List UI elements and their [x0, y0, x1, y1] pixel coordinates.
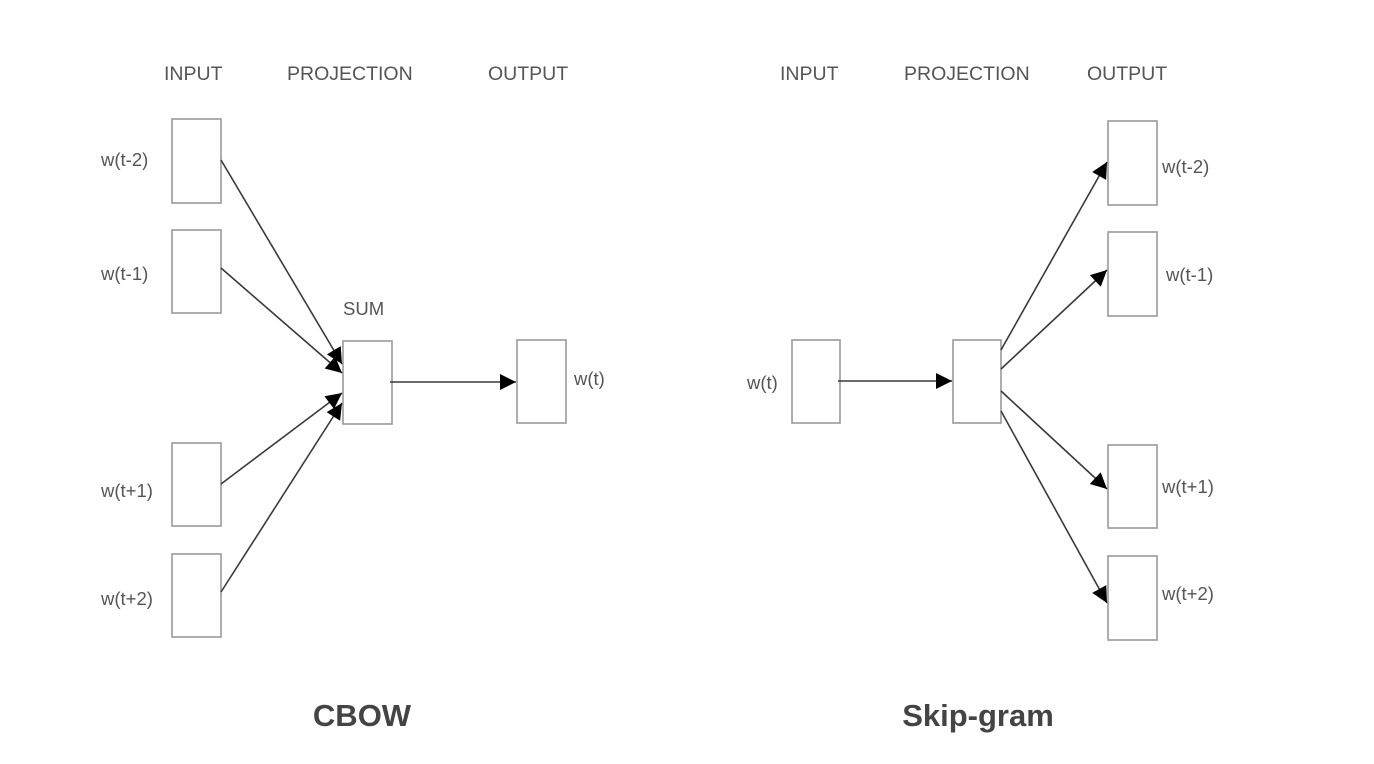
- cbow-sum-label: SUM: [343, 298, 384, 319]
- cbow-output-label: w(t): [573, 368, 605, 389]
- cbow-edge-t+1-to-sum: [220, 392, 343, 485]
- cbow-input-label-t+1: w(t+1): [100, 480, 153, 501]
- cbow-input-box-t+2: [171, 553, 222, 638]
- cbow-input-label-t-1: w(t-1): [100, 263, 148, 284]
- cbow-input-label-t+2: w(t+2): [100, 588, 153, 609]
- cbow-input-box-t-2: [171, 118, 222, 204]
- cbow-edge-t-2-to-sum: [220, 159, 343, 365]
- skipgram-edge-projection-to-t-1: [1000, 269, 1108, 370]
- skipgram-input-label: w(t): [746, 372, 778, 393]
- skipgram-projection-box: [952, 339, 1002, 424]
- cbow-input-box-t-1: [171, 229, 222, 314]
- cbow-edge-t-1-to-sum: [220, 267, 343, 374]
- cbow-output-box: [516, 339, 567, 424]
- cbow-title: CBOW: [313, 698, 412, 733]
- skipgram-input-header: INPUT: [780, 63, 839, 85]
- skipgram-edge-projection-to-t+2: [1000, 410, 1108, 604]
- cbow-input-label-t-2: w(t-2): [100, 149, 148, 170]
- cbow-input-header: INPUT: [164, 63, 223, 85]
- skipgram-output-label-t+1: w(t+1): [1161, 476, 1214, 497]
- skipgram-edge-projection-to-t+1: [1000, 390, 1108, 490]
- skipgram-output-box-t+1: [1107, 444, 1158, 529]
- skipgram-output-box-t-2: [1107, 120, 1158, 206]
- cbow-panel: INPUT PROJECTION OUTPUT w(t-2) w(t-1) w(…: [100, 63, 605, 733]
- cbow-projection-box: [342, 340, 393, 425]
- skipgram-input-box: [791, 339, 841, 424]
- cbow-input-box-t+1: [171, 442, 222, 527]
- cbow-edge-t+2-to-sum: [220, 402, 343, 593]
- cbow-projection-header: PROJECTION: [287, 63, 413, 85]
- skipgram-output-box-t-1: [1107, 231, 1158, 317]
- skipgram-panel: INPUT PROJECTION OUTPUT w(t) w(t-2) w(t-…: [746, 63, 1214, 733]
- skipgram-output-label-t+2: w(t+2): [1161, 583, 1214, 604]
- skipgram-edge-projection-to-t-2: [1000, 161, 1108, 351]
- skipgram-output-label-t-2: w(t-2): [1161, 156, 1209, 177]
- skipgram-projection-header: PROJECTION: [904, 63, 1030, 85]
- skipgram-output-box-t+2: [1107, 555, 1158, 641]
- skipgram-output-header: OUTPUT: [1087, 63, 1167, 85]
- skipgram-output-label-t-1: w(t-1): [1165, 264, 1213, 285]
- cbow-output-header: OUTPUT: [488, 63, 568, 85]
- skipgram-title: Skip-gram: [902, 698, 1054, 733]
